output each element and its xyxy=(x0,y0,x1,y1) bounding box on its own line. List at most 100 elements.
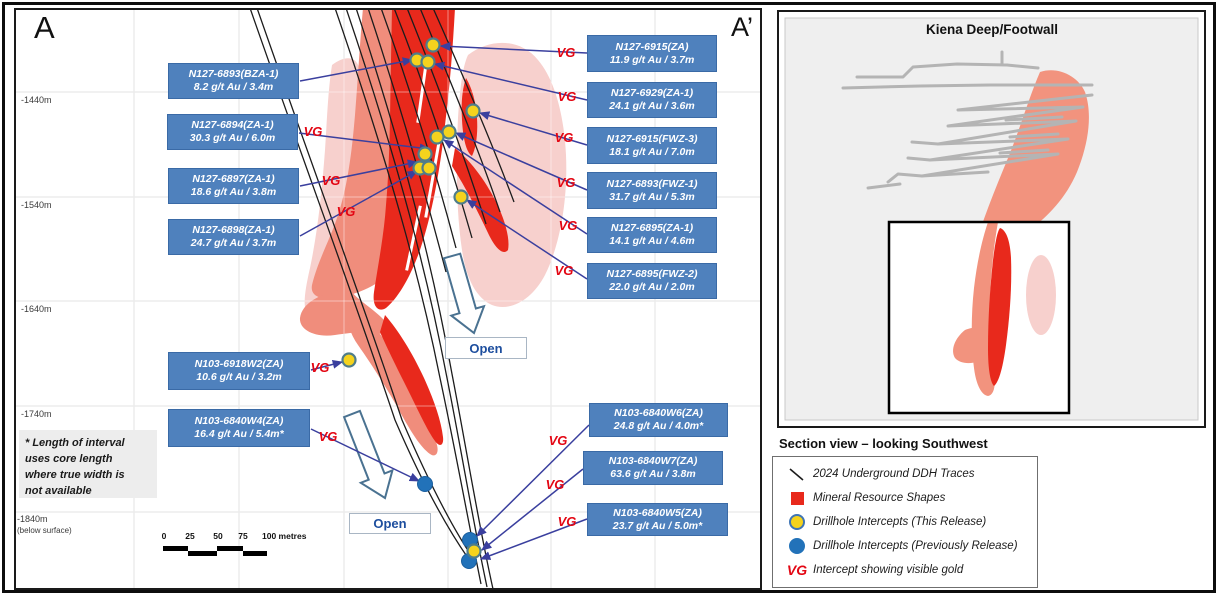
intercept-current-marker xyxy=(425,37,441,53)
callout-grade: 14.1 g/t Au / 4.6m xyxy=(609,235,695,247)
callout-arrow xyxy=(299,170,419,237)
intercept-previous-icon xyxy=(781,538,813,554)
open-label: Open xyxy=(445,337,527,359)
callout-hole-id: N103-6918W2(ZA) xyxy=(194,358,284,370)
overview-pink-halo xyxy=(1026,255,1056,335)
callout-arrow xyxy=(433,61,588,101)
callout-grade: 24.1 g/t Au / 3.6m xyxy=(609,100,695,112)
callout-hole-id: N127-6895(ZA-1) xyxy=(610,222,694,234)
callout-N103-6840W7-ZA-: N103-6840W7(ZA)63.6 g/t Au / 3.8m xyxy=(583,451,723,485)
callout-hole-id: N127-6894(ZA-1) xyxy=(191,119,274,131)
mineral-resource-shapes xyxy=(299,10,567,456)
ddh-trace xyxy=(407,10,487,225)
ddh-trace xyxy=(381,10,457,249)
scale-unit-label: 100 metres xyxy=(262,531,307,541)
legend-item-intercept-previous: Drillhole Intercepts (Previously Release… xyxy=(781,535,1029,557)
depth-label: -1440m xyxy=(21,95,52,105)
note-line: not available xyxy=(25,485,92,497)
intercept-current-glyph xyxy=(789,514,805,530)
visible-gold-symbol: VG xyxy=(786,562,808,578)
callout-N127-6897-ZA-1-: N127-6897(ZA-1)18.6 g/t Au / 3.8m xyxy=(168,168,299,204)
depth-label: -1540m xyxy=(21,200,52,210)
intercept-current-marker xyxy=(453,189,469,205)
open-direction-arrow xyxy=(342,409,394,500)
callout-hole-id: N103-6840W6(ZA) xyxy=(614,407,703,419)
intercept-current-marker xyxy=(420,54,436,70)
callout-grade: 8.2 g/t Au / 3.4m xyxy=(193,81,274,93)
visible-gold-mark: VG xyxy=(303,124,323,139)
legend-item-ddh-trace: 2024 Underground DDH Traces xyxy=(781,463,1029,485)
visible-gold-mark: VG xyxy=(558,218,578,233)
intercept-current-marker xyxy=(417,146,433,162)
note-line: * Length of interval xyxy=(25,437,125,449)
legend-item-label: Drillhole Intercepts (Previously Release… xyxy=(813,540,1018,552)
visible-gold-mark: VG xyxy=(556,175,576,190)
scale-tick-label: 25 xyxy=(185,531,195,541)
ddh-trace xyxy=(367,10,447,273)
overview-red-core xyxy=(988,228,1012,386)
callout-arrow xyxy=(298,132,431,153)
callout-arrow xyxy=(299,159,419,187)
intercept-current-marker xyxy=(465,103,481,119)
callout-hole-id: N127-6929(ZA-1) xyxy=(610,87,694,99)
resource-square-glyph xyxy=(790,491,804,505)
intercept-current-marker xyxy=(341,352,357,368)
salmon-body-lower xyxy=(346,300,438,456)
callout-grade: 16.4 g/t Au / 5.4m* xyxy=(194,428,284,440)
ddh-trace xyxy=(345,10,488,588)
callout-grade: 18.1 g/t Au / 7.0m xyxy=(609,145,695,158)
ddh-traces xyxy=(250,10,515,588)
callout-arrow xyxy=(439,41,588,54)
open-direction-arrow xyxy=(442,252,486,335)
legend-item-label: 2024 Underground DDH Traces xyxy=(813,468,975,480)
pink-halo-right xyxy=(456,42,567,307)
visible-gold-mark: VG xyxy=(321,173,341,188)
legend-item-resource-square: Mineral Resource Shapes xyxy=(781,487,1029,509)
callout-grade: 11.9 g/t Au / 3.7m xyxy=(609,53,695,66)
core-length-note: * Length of interval uses core length wher… xyxy=(19,430,157,498)
visible-gold-mark: VG xyxy=(336,204,356,219)
drillhole-intercepts xyxy=(341,37,482,569)
callout-N127-6894-ZA-1-: N127-6894(ZA-1)30.3 g/t Au / 6.0m xyxy=(167,114,298,150)
open-direction-arrows xyxy=(342,252,486,500)
callout-grade: 10.6 g/t Au / 3.2m xyxy=(196,371,282,383)
scale-tick-label: 50 xyxy=(213,531,223,541)
legend-item-label: Drillhole Intercepts (This Release) xyxy=(813,516,987,528)
scale-bar-segment xyxy=(217,546,243,551)
callout-hole-id: N127-6895(FWZ-2) xyxy=(606,268,698,280)
visible-gold-mark: VG xyxy=(556,45,576,60)
visible-gold-mark: VG xyxy=(557,514,577,529)
callout-N127-6895-ZA-1-: N127-6895(ZA-1)14.1 g/t Au / 4.6m xyxy=(587,217,717,253)
callout-arrow xyxy=(481,468,584,551)
callout-N127-6929-ZA-1-: N127-6929(ZA-1)24.1 g/t Au / 3.6m xyxy=(587,82,717,118)
red-streaks xyxy=(405,55,441,317)
note-line: where true width is xyxy=(25,469,125,481)
scale-tick-label: 0 xyxy=(161,531,167,541)
pink-halo-left xyxy=(304,58,361,318)
legend-item-intercept-current: Drillhole Intercepts (This Release) xyxy=(781,511,1029,533)
ddh-trace xyxy=(394,10,473,239)
intercept-current-marker xyxy=(429,129,445,145)
callout-arrow xyxy=(476,424,590,537)
overview-canvas xyxy=(784,17,1199,421)
callout-N103-6840W5-ZA-: N103-6840W5(ZA)23.7 g/t Au / 5.0m* xyxy=(587,503,728,536)
callout-N127-6915-FWZ-3-: N127-6915(FWZ-3)18.1 g/t Au / 7.0m xyxy=(587,127,717,164)
intercept-previous-marker xyxy=(417,476,433,492)
callout-N127-6915-ZA-: N127-6915(ZA)11.9 g/t Au / 3.7m xyxy=(587,35,717,72)
callout-arrow xyxy=(479,518,588,560)
callout-hole-id: N103-6840W7(ZA) xyxy=(608,455,698,467)
depth-label: (below surface) xyxy=(17,526,72,535)
callout-grade: 18.6 g/t Au / 3.8m xyxy=(190,186,277,198)
note-line: uses core length xyxy=(25,453,113,465)
visible-gold-mark: VG xyxy=(310,360,330,375)
callout-N103-6840W4-ZA-: N103-6840W4(ZA)16.4 g/t Au / 5.4m* xyxy=(168,409,310,447)
scale-tick-label: 75 xyxy=(238,531,248,541)
ddh-trace-glyph xyxy=(789,468,804,481)
visible-gold-mark: VG xyxy=(545,477,565,492)
ddh-trace-icon xyxy=(781,466,813,482)
intercept-previous-glyph xyxy=(789,538,805,554)
